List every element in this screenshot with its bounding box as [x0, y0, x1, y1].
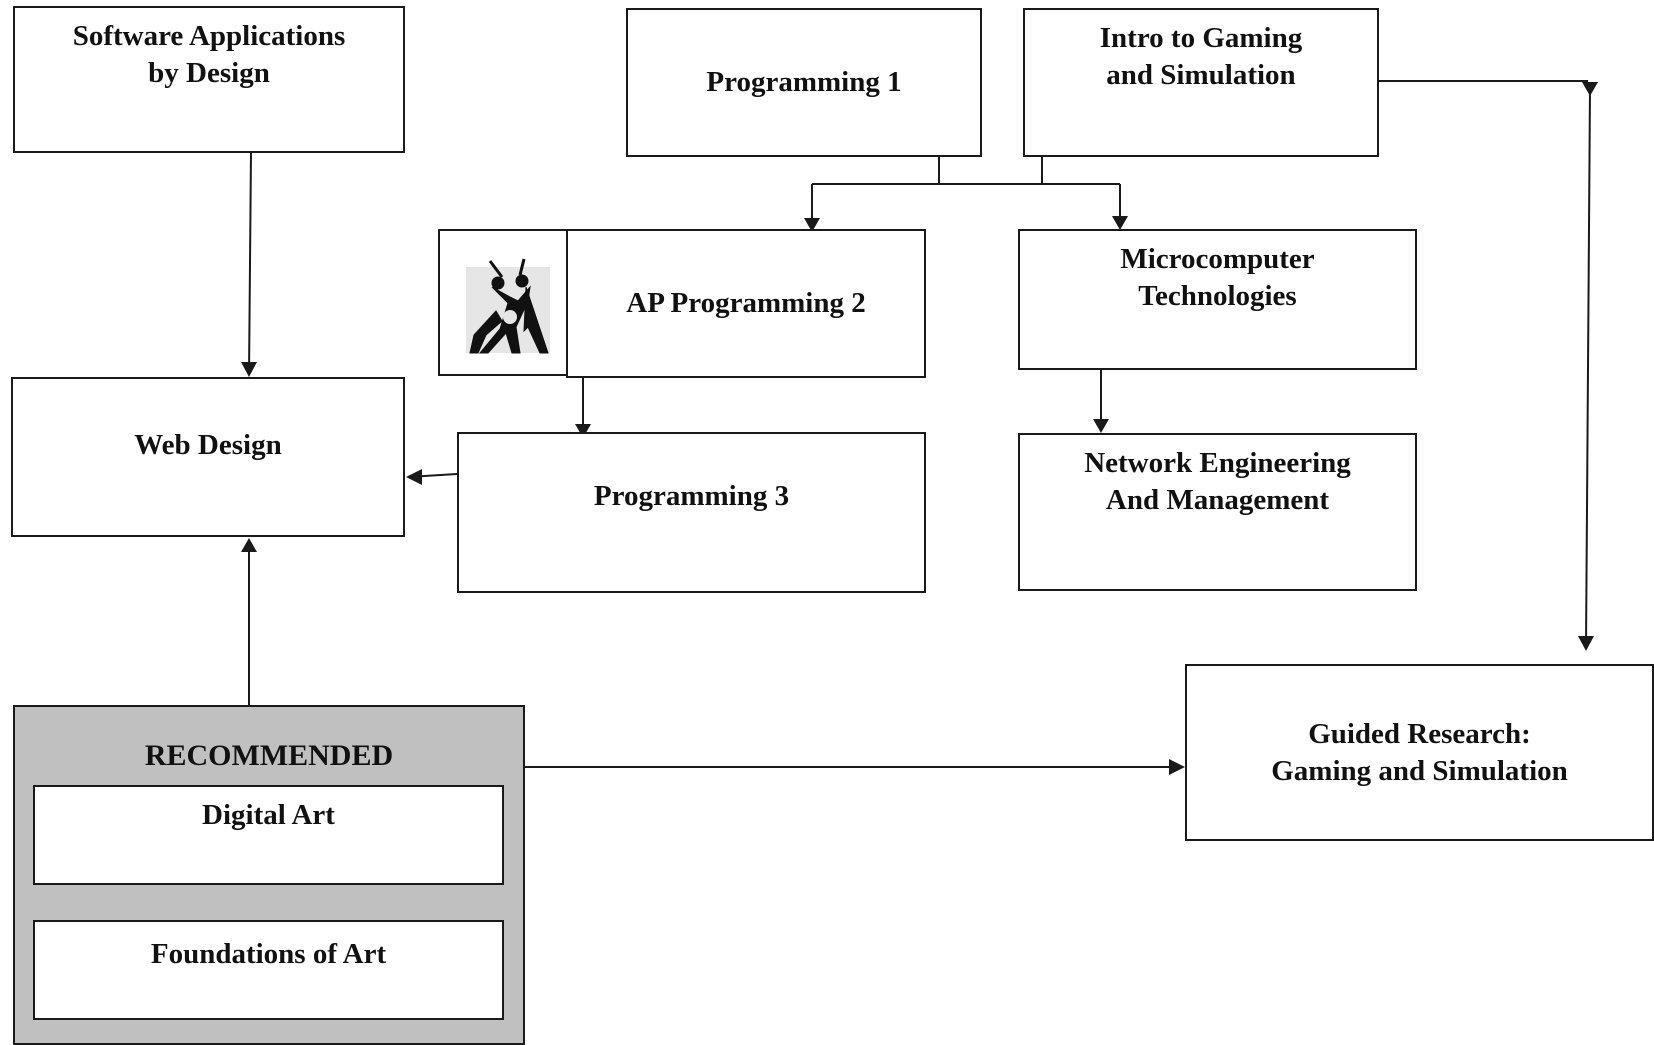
course-label-line: Web Design: [134, 429, 282, 461]
course-programming-1: Programming 1: [626, 8, 982, 157]
connector-branch-bar: [812, 156, 1120, 185]
dancers-logo-graphic: [466, 258, 550, 354]
course-label-line: Gaming and Simulation: [1271, 754, 1568, 787]
arrowhead-guided-from-recommended: [1169, 759, 1185, 775]
course-network-engineering: Network Engineering And Management: [1018, 433, 1417, 591]
arrow-intro-to-guided-drop: [1585, 87, 1591, 649]
arrow-intro-to-guided: [1378, 80, 1588, 88]
arrow-software-to-web: [248, 151, 252, 376]
recommended-label: RECOMMENDED: [144, 739, 394, 772]
course-label-line: And Management: [1105, 484, 1330, 516]
course-label-line: Digital Art: [202, 799, 335, 831]
arrowhead-web-from-recommended: [241, 538, 257, 552]
arrowhead-web-from-prog3: [406, 469, 422, 485]
arrowhead-web-from-software: [241, 362, 257, 377]
course-digital-art: Digital Art: [33, 785, 504, 885]
course-label-line: Technologies: [1138, 280, 1297, 312]
course-foundations-of-art: Foundations of Art: [33, 920, 504, 1020]
dancers-logo-icon: [438, 229, 568, 376]
course-guided-research: Guided Research: Gaming and Simulation: [1185, 664, 1654, 841]
course-label-line: Microcomputer: [1120, 243, 1315, 275]
arrowhead-network: [1093, 419, 1109, 433]
arrowhead-micro: [1112, 216, 1128, 230]
course-label-line: Guided Research:: [1308, 717, 1531, 750]
course-label-line: Programming 3: [593, 480, 790, 512]
arrowhead-ap2: [804, 218, 820, 232]
course-programming-3: Programming 3: [457, 432, 926, 593]
arrowhead-guided-top: [1582, 82, 1598, 96]
course-web-design: Web Design: [11, 377, 405, 537]
course-label-line: by Design: [148, 57, 270, 89]
course-ap-programming-2: AP Programming 2: [566, 229, 926, 378]
arrowhead-prog3: [575, 424, 591, 438]
course-software-applications: Software Applications by Design: [13, 6, 405, 153]
course-label-line: Foundations of Art: [150, 938, 387, 970]
arrowhead-guided-bottom: [1578, 636, 1594, 651]
course-label-line: Software Applications: [72, 20, 346, 52]
course-microcomputer-technologies: Microcomputer Technologies: [1018, 229, 1417, 370]
course-intro-to-gaming: Intro to Gaming and Simulation: [1023, 8, 1379, 157]
course-label-line: Programming 1: [706, 66, 902, 98]
course-label-line: AP Programming 2: [626, 287, 866, 319]
course-label-line: and Simulation: [1106, 59, 1296, 91]
course-label-line: Network Engineering: [1084, 447, 1351, 479]
course-label-line: Intro to Gaming: [1099, 22, 1303, 54]
